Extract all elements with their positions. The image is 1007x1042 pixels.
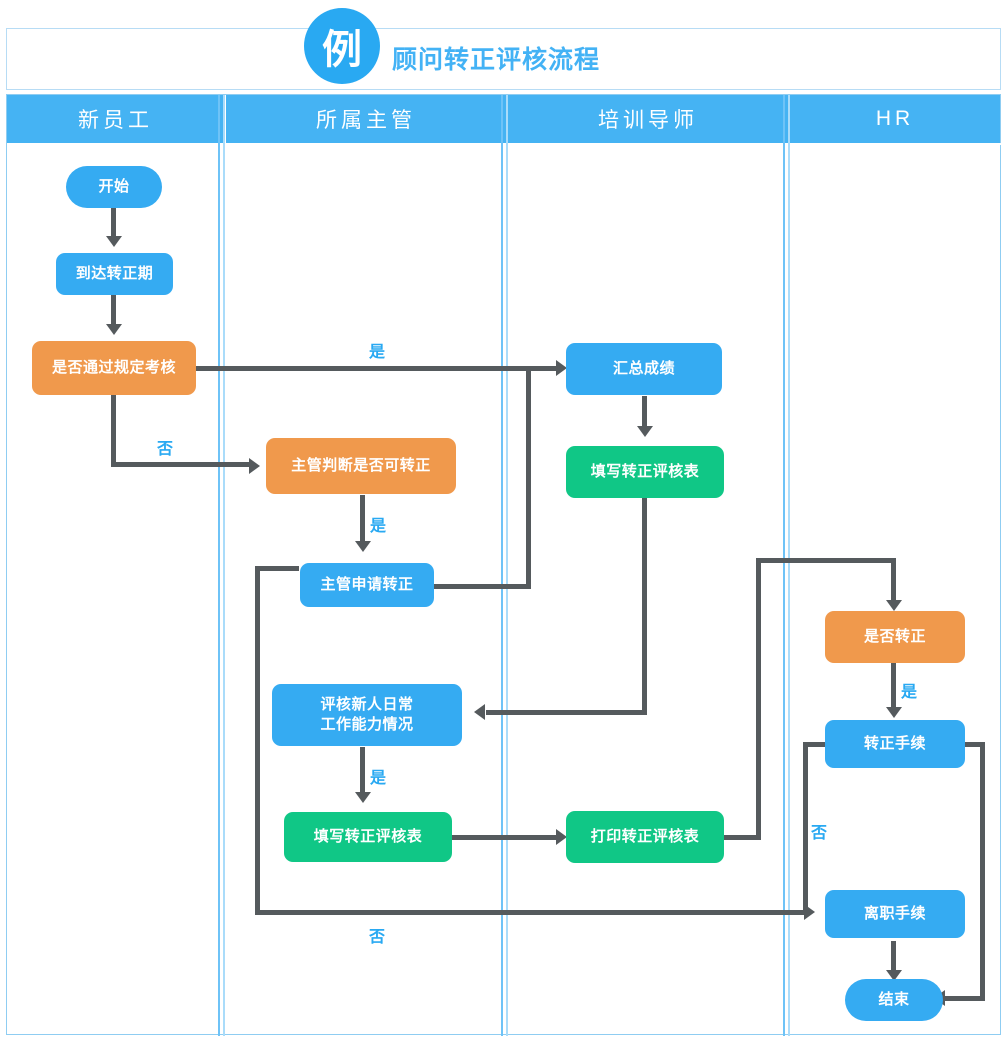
edge-start-to-reach xyxy=(111,206,116,238)
arrowhead-resign-to-end xyxy=(886,970,902,981)
edge-apply-no-horiz-bottom xyxy=(255,910,808,915)
node-reach-period[interactable]: 到达转正期 xyxy=(56,253,173,295)
node-summarize-scores[interactable]: 汇总成绩 xyxy=(566,343,722,395)
edge-label-pass-no: 否 xyxy=(157,441,174,458)
node-fill-form-trainer[interactable]: 填写转正评核表 xyxy=(566,446,724,498)
lane-header-trainer: 培训导师 xyxy=(508,95,788,143)
edge-label-confirm-yes: 是 xyxy=(901,684,918,701)
lane-header-supervisor: 所属主管 xyxy=(226,95,506,143)
lane-divider-3a xyxy=(783,95,785,1036)
lane-divider-2a xyxy=(501,95,503,1036)
edge-judge-to-apply xyxy=(360,495,365,543)
node-review-newcomer[interactable]: 评核新人日常 工作能力情况 xyxy=(272,684,462,746)
node-pass-assessment[interactable]: 是否通过规定考核 xyxy=(32,341,196,395)
lane-divider-1a xyxy=(218,95,220,1036)
edge-pass-no-horiz xyxy=(111,462,253,467)
edge-pass-to-summarize xyxy=(196,366,562,371)
page-title: 顾问转正评核流程 xyxy=(392,46,601,74)
edge-label-judge-yes: 是 xyxy=(370,518,387,535)
edge-apply-no-horiz-top xyxy=(255,566,299,571)
edge-regular-no-vert xyxy=(803,742,808,914)
edge-review-to-fill xyxy=(360,747,365,794)
lane-header-separator xyxy=(7,143,1002,145)
edge-regular-to-end-vert xyxy=(980,742,985,1000)
node-supervisor-judge[interactable]: 主管判断是否可转正 xyxy=(266,438,456,494)
node-print-form[interactable]: 打印转正评核表 xyxy=(566,811,724,863)
arrowhead-pass-to-judge xyxy=(249,458,260,474)
arrowhead-print-to-confirm xyxy=(886,600,902,611)
arrowhead-pass-to-summarize xyxy=(556,360,567,376)
lane-header-hr: HR xyxy=(790,95,1000,143)
node-supervisor-apply[interactable]: 主管申请转正 xyxy=(300,563,434,607)
edge-print-to-confirm-vert-down xyxy=(891,558,896,603)
arrowhead-fillsup-to-print xyxy=(556,829,567,845)
arrowhead-apply-to-resign xyxy=(804,904,815,920)
node-confirm-regular[interactable]: 是否转正 xyxy=(825,611,965,663)
lane-divider-3b xyxy=(788,95,790,1036)
swimlane-grid: 新员工 所属主管 培训导师 HR xyxy=(6,94,1002,1036)
edge-resign-to-end xyxy=(891,941,896,973)
edge-summarize-to-fill xyxy=(642,396,647,428)
edge-apply-to-summarize-vert xyxy=(526,366,531,589)
edge-apply-to-summarize-horiz xyxy=(434,584,531,589)
node-end[interactable]: 结束 xyxy=(845,979,943,1021)
edge-print-to-confirm-h2 xyxy=(756,558,896,563)
node-resign-procedure[interactable]: 离职手续 xyxy=(825,890,965,938)
arrowhead-summarize-to-fill xyxy=(637,426,653,437)
node-start[interactable]: 开始 xyxy=(66,166,162,208)
arrowhead-review-to-fill xyxy=(355,792,371,803)
edge-print-to-confirm-h1 xyxy=(724,835,760,840)
edge-pass-no-vert xyxy=(111,395,116,466)
node-fill-form-supervisor[interactable]: 填写转正评核表 xyxy=(284,812,452,862)
lane-divider-1b xyxy=(223,95,225,1036)
example-badge-icon: 例 xyxy=(304,8,380,84)
title-band xyxy=(6,28,1001,90)
edge-fillsup-to-print xyxy=(452,835,562,840)
edge-print-to-confirm-vert-up xyxy=(756,558,761,840)
edge-regular-to-end-horiz-bottom xyxy=(944,996,985,1001)
lane-header-new-employee: 新员工 xyxy=(7,95,224,143)
edge-regular-no-horiz-top xyxy=(803,742,829,747)
edge-label-pass-yes: 是 xyxy=(369,344,386,361)
arrowhead-judge-to-apply xyxy=(355,541,371,552)
edge-fill-to-review-horiz xyxy=(486,710,647,715)
edge-reach-to-pass xyxy=(111,294,116,326)
arrowhead-start-to-reach xyxy=(106,236,122,247)
edge-apply-no-vert xyxy=(255,566,260,914)
edge-fill-to-review-vert xyxy=(642,498,647,714)
arrowhead-confirm-to-regular xyxy=(886,707,902,718)
edge-confirm-to-regular xyxy=(891,663,896,709)
edge-label-review-yes: 是 xyxy=(370,770,387,787)
edge-label-regular-no: 否 xyxy=(811,825,828,842)
edge-regular-to-end-horiz-top xyxy=(960,742,985,747)
node-regular-procedure[interactable]: 转正手续 xyxy=(825,720,965,768)
lane-divider-2b xyxy=(506,95,508,1036)
arrowhead-fill-to-review xyxy=(474,704,485,720)
arrowhead-reach-to-pass xyxy=(106,324,122,335)
edge-label-bottom-no: 否 xyxy=(369,929,386,946)
